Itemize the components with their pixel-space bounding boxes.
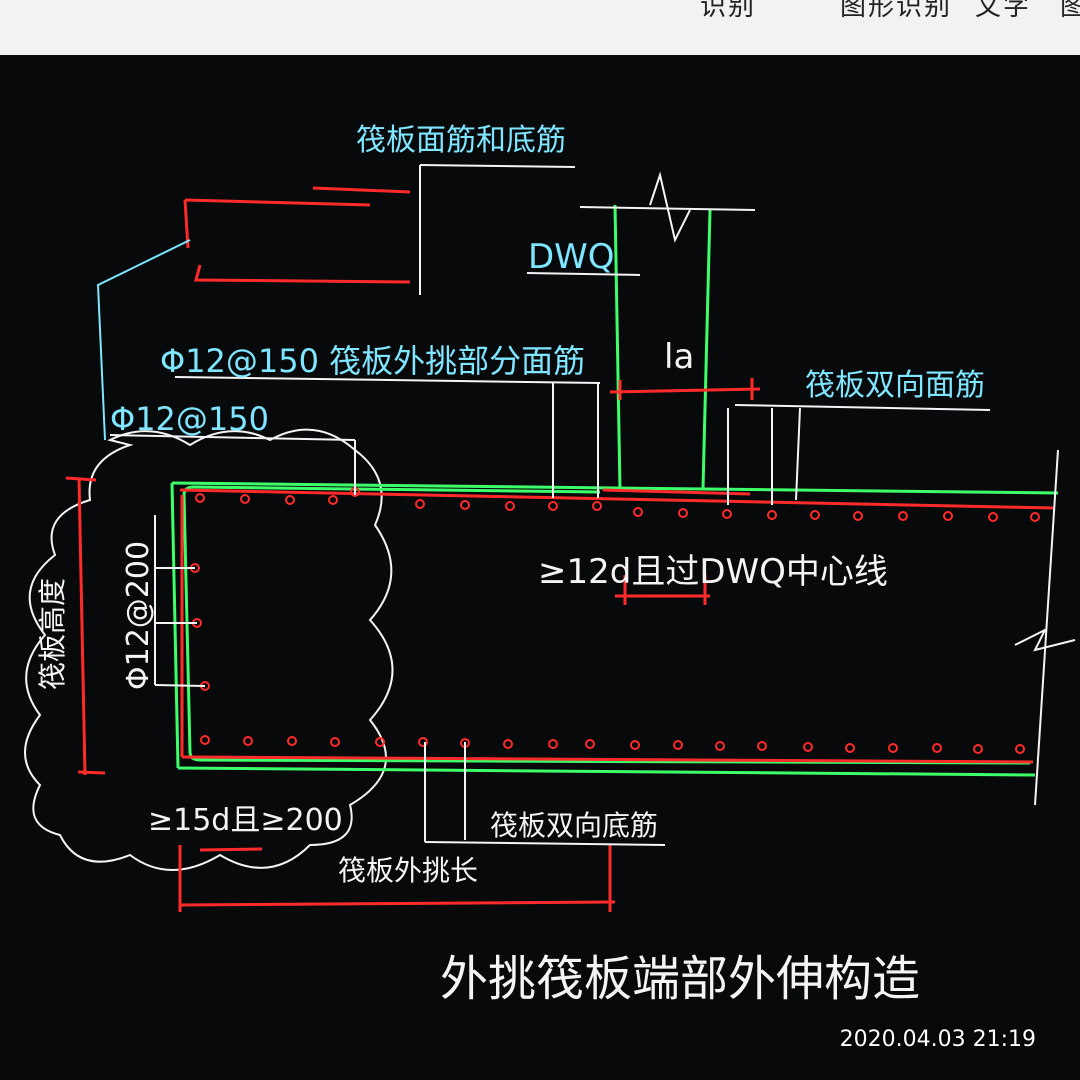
menu-item-text[interactable]: 文字	[975, 0, 1032, 22]
label-edge-rebar: Φ12@150	[110, 400, 269, 438]
window-menu-bar: 识别 图形识别 文字 图	[0, 0, 1080, 60]
photo-timestamp: 2020.04.03 21:19	[839, 1027, 1036, 1052]
label-overhang-top-rebar: Φ12@150 筏板外挑部分面筋	[160, 342, 585, 380]
slab-inner-rebar-loop	[182, 485, 1031, 765]
menu-item-graphic-recognize[interactable]: 图形识别	[840, 0, 953, 22]
label-side-rebar: Φ12@200	[121, 541, 156, 690]
leader-lines	[109, 164, 1076, 846]
label-two-way-top: 筏板双向面筋	[805, 368, 985, 403]
cad-labels: 筏板面筋和底筋 DWQ la Φ12@150 筏板外挑部分面筋 Φ12@150 …	[36, 123, 985, 1007]
cyan-leaders	[96, 239, 191, 441]
label-two-way-bottom: 筏板双向底筋	[490, 809, 658, 842]
label-slab-height: 筏板高度	[36, 578, 69, 690]
rebar-section-dots	[190, 487, 1040, 754]
label-bottom-rule: ≥15d且≥200	[148, 803, 343, 838]
red-rebars	[65, 186, 1056, 912]
drawing-title: 外挑筏板端部外伸构造	[440, 951, 920, 1007]
slab-outline	[170, 204, 1059, 777]
label-overhang-length: 筏板外挑长	[338, 854, 478, 887]
menu-item-more[interactable]: 图	[1060, 0, 1080, 22]
label-top-bottom-rebar: 筏板面筋和底筋	[356, 123, 566, 158]
label-la: la	[664, 337, 694, 377]
label-anchor-rule: ≥12d且过DWQ中心线	[538, 552, 888, 592]
label-dwq: DWQ	[528, 237, 615, 277]
menu-item-recognize[interactable]: 识别	[700, 0, 757, 22]
